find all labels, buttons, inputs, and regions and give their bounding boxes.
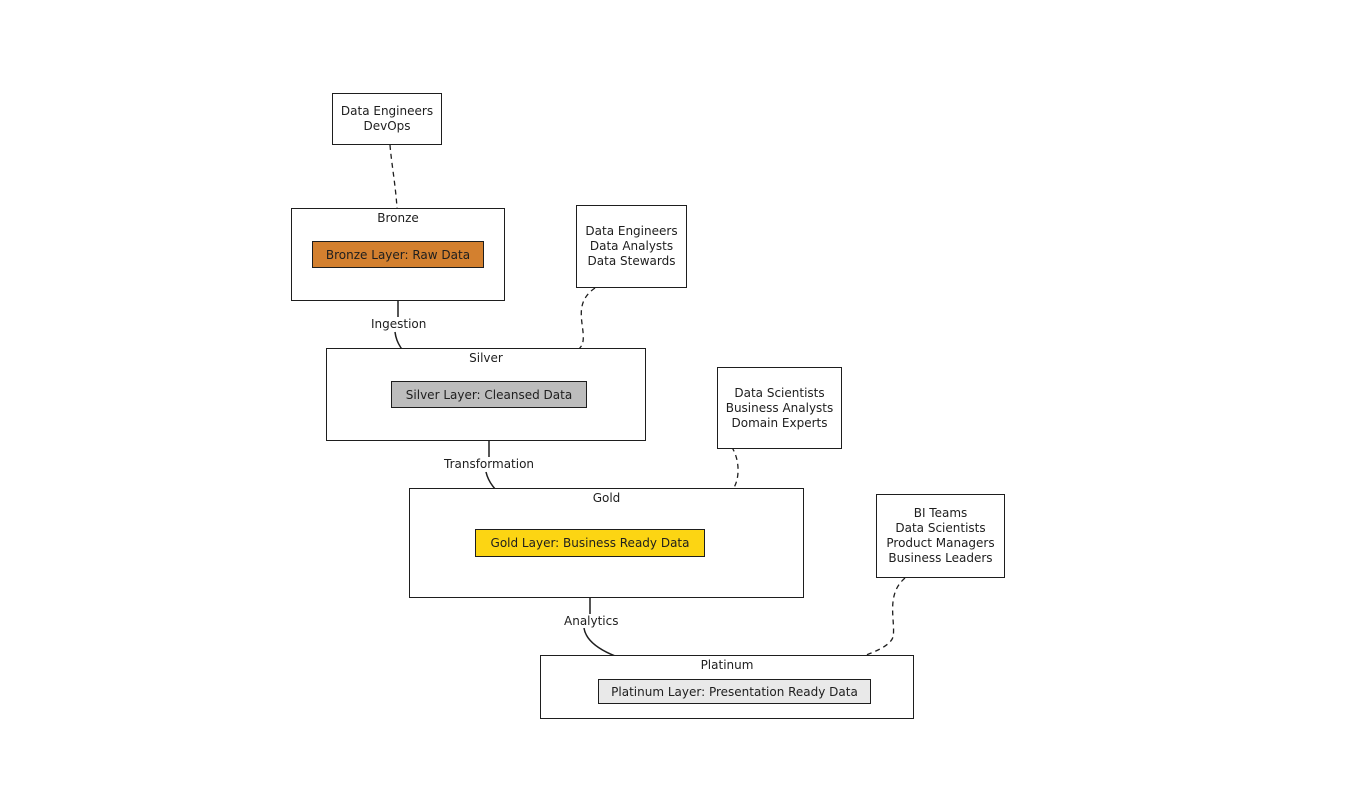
gold-stage-title: Gold	[592, 491, 621, 505]
stakeholder-label: Data Engineers	[340, 104, 434, 118]
silver-layer-box: Silver Layer: Cleansed Data	[391, 381, 587, 408]
silver-layer-label: Silver Layer: Cleansed Data	[405, 387, 573, 402]
flow-transformation-label: Transformation	[443, 457, 536, 471]
stakeholder-label: DevOps	[363, 119, 411, 133]
bronze-stage-title: Bronze	[377, 211, 419, 225]
stakeholder-label: Data Scientists	[734, 385, 825, 400]
stakeholder-label: Data Scientists	[895, 521, 986, 535]
stakeholder-label: Data Analysts	[589, 239, 674, 253]
stakeholder-label: BI Teams	[913, 506, 968, 520]
flow-ingestion-label: Ingestion	[370, 317, 428, 331]
gold-layer-label: Gold Layer: Business Ready Data	[490, 536, 690, 550]
stakeholders-silver-box: Data Engineers Data Analysts Data Stewar…	[576, 205, 687, 288]
flow-analytics-label: Analytics	[563, 614, 620, 628]
stakeholder-label: Domain Experts	[731, 415, 828, 430]
stakeholders-gold-box: Data Scientists Business Analysts Domain…	[717, 367, 842, 449]
stakeholder-label: Data Engineers	[585, 224, 678, 238]
platinum-layer-box: Platinum Layer: Presentation Ready Data	[598, 679, 871, 704]
bronze-layer-box: Bronze Layer: Raw Data	[312, 241, 484, 268]
stakeholder-label: Data Stewards	[587, 254, 676, 268]
stakeholders-platinum-box: BI Teams Data Scientists Product Manager…	[876, 494, 1005, 578]
stakeholder-label: Product Managers	[886, 536, 995, 550]
silver-stage-title: Silver	[469, 351, 503, 365]
platinum-stage-title: Platinum	[700, 658, 754, 672]
stakeholder-label: Business Analysts	[725, 400, 834, 415]
stakeholders-bronze-box: Data Engineers DevOps	[332, 93, 442, 145]
bronze-layer-label: Bronze Layer: Raw Data	[325, 247, 471, 262]
gold-layer-box: Gold Layer: Business Ready Data	[475, 529, 705, 557]
platinum-layer-label: Platinum Layer: Presentation Ready Data	[611, 684, 858, 699]
stakeholder-label: Business Leaders	[888, 551, 993, 565]
